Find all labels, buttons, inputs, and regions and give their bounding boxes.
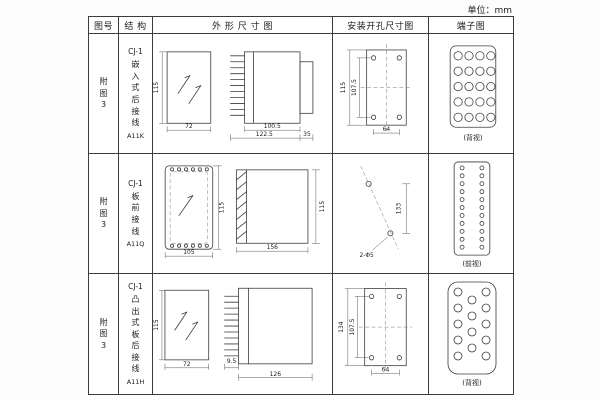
structure-cell-row3: CJ-1 凸出式板后接线 A11H <box>119 274 153 394</box>
dim-label: 107.5 <box>349 318 356 335</box>
dim-label: 126 <box>270 371 282 378</box>
model-label: CJ-1 <box>128 281 143 291</box>
dim-label: 105 <box>183 249 195 256</box>
mounting-cell-row1: 115 107.5 64 <box>333 34 429 154</box>
terminal-cell-row2: (前视) <box>429 154 513 274</box>
dim-label: 72 <box>185 123 193 130</box>
dim-label: 72 <box>183 361 191 368</box>
dim-label: 115 <box>340 82 347 94</box>
outline-cell-row1: 115 72 100.5 122.5 35 <box>153 34 333 154</box>
dim-label: 107.5 <box>351 79 358 96</box>
dim-label: 100.5 <box>264 123 281 130</box>
dimension-lines <box>164 165 320 259</box>
front-view <box>164 165 214 250</box>
terminal-diagram-a11h: (背视) <box>447 281 497 387</box>
view-label: (背视) <box>462 378 482 387</box>
structure-desc: 嵌入式后接线 <box>131 60 140 128</box>
structure-cell-row2: CJ-1 板前接线 A11Q <box>119 154 153 274</box>
view-label: (背视) <box>463 133 483 142</box>
dim-label: 156 <box>267 244 279 251</box>
dim-label: 133 <box>395 203 402 215</box>
dim-label: 9.5 <box>227 358 237 365</box>
dim-label: 115 <box>219 202 226 214</box>
outline-drawing-a11k: 115 72 100.5 122.5 35 <box>153 51 314 142</box>
dim-label: 115 <box>153 319 160 331</box>
front-view <box>166 51 212 124</box>
fig-cell-row3: 附图3 <box>89 274 119 394</box>
dim-label: 64 <box>382 367 390 374</box>
structure-desc: 板前接线 <box>131 191 140 236</box>
front-view <box>164 289 210 361</box>
header-cell-terminal: 端子图 <box>429 17 513 34</box>
mounting-cell-row2: 133 2-Φ5 <box>333 154 429 274</box>
dimension-lines <box>158 289 313 381</box>
model-label: CJ-1 <box>128 47 143 57</box>
dim-label: 115 <box>153 82 160 94</box>
terminal-body <box>453 161 491 256</box>
terminal-diagram-a11k: (背视) <box>449 45 497 142</box>
inner-outline <box>169 171 209 244</box>
outline-drawing-a11h: 115 72 9.5 126 <box>153 287 313 381</box>
terminal-body <box>449 45 497 128</box>
spec-table: 图号 结 构 外 形 尺 寸 图 安装开孔尺寸图 端子图 附图3 CJ-1 嵌入… <box>88 16 514 395</box>
dim-label: 122.5 <box>256 131 273 138</box>
header-cell-structure: 结 构 <box>119 17 153 34</box>
fig-cell-row2: 附图3 <box>89 154 119 274</box>
terminal-holes <box>453 287 491 361</box>
dim-label: 115 <box>319 201 326 213</box>
terminal-diagram-a11q: (前视) <box>453 161 491 268</box>
terminal-holes <box>459 165 485 250</box>
type-code: A11K <box>127 131 144 140</box>
header-cell-fig: 图号 <box>89 17 119 34</box>
view-label: (前视) <box>462 259 482 268</box>
side-view <box>230 51 314 124</box>
structure-cell-row1: CJ-1 嵌入式后接线 A11K <box>119 34 153 154</box>
header-cell-outline: 外 形 尺 寸 图 <box>153 17 333 34</box>
outline-cell-row3: 115 72 9.5 126 <box>153 274 333 394</box>
fig-label: 附图3 <box>99 77 108 110</box>
center-line <box>360 165 399 250</box>
terminal-holes <box>453 51 496 122</box>
model-label: CJ-1 <box>128 178 143 188</box>
dimension-lines <box>344 288 400 376</box>
mounting-drawing-a11h: 134 107.5 64 <box>338 282 413 376</box>
outline-cell-row2: 115 105 156 115 <box>153 154 333 274</box>
dimension-lines <box>159 51 314 142</box>
dim-label: 134 <box>338 321 345 333</box>
dim-label: 35 <box>303 131 311 138</box>
mounting-drawing-a11q: 133 2-Φ5 <box>359 165 411 259</box>
side-view <box>224 287 313 365</box>
hole-spec-label: 2-Φ5 <box>359 252 374 259</box>
fig-cell-row1: 附图3 <box>89 34 119 154</box>
header-cell-mounting: 安装开孔尺寸图 <box>333 17 429 34</box>
fig-label: 附图3 <box>99 317 108 350</box>
type-code: A11Q <box>126 240 145 249</box>
center-lines <box>358 282 413 372</box>
center-lines <box>360 44 413 132</box>
dimension-lines <box>372 183 411 251</box>
hole-pair <box>365 180 394 237</box>
type-code: A11H <box>126 378 145 387</box>
structure-desc: 凸出式板后接线 <box>131 294 140 374</box>
terminal-body <box>447 281 497 375</box>
terminal-cell-row1: (背视) <box>429 34 513 154</box>
side-view <box>235 169 309 244</box>
mounting-cell-row3: 134 107.5 64 <box>333 274 429 394</box>
unit-label: 单位：mm <box>467 6 512 16</box>
fig-label: 附图3 <box>99 197 108 230</box>
dimension-lines <box>346 49 400 136</box>
terminal-cell-row3: (背视) <box>429 274 513 394</box>
outline-drawing-a11q: 115 105 156 115 <box>164 165 326 259</box>
dim-label: 64 <box>383 126 391 133</box>
mounting-drawing-a11k: 115 107.5 64 <box>340 44 413 136</box>
